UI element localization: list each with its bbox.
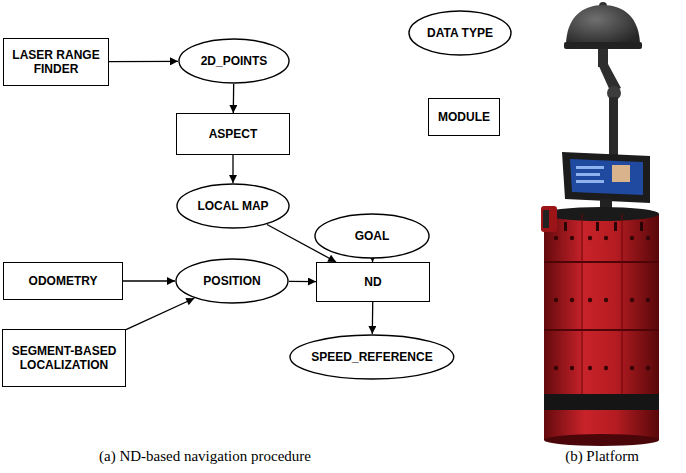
- body-groove: [544, 329, 659, 331]
- base-bottom: [544, 434, 659, 446]
- body-seam: [622, 214, 623, 396]
- node-text-group: DATA TYPE: [427, 26, 493, 40]
- node-text-group: ODOMETRY: [29, 274, 98, 288]
- data-type-ellipse: GOAL: [314, 213, 430, 259]
- node-text-group: ASPECT: [209, 127, 258, 141]
- node-text-group: 2D_POINTS: [201, 54, 268, 68]
- ellipse-shape: [176, 259, 288, 303]
- dome-rim: [564, 42, 642, 49]
- sensor-hole: [554, 236, 558, 240]
- sensor-hole: [604, 298, 608, 302]
- sensor-hole: [604, 366, 608, 370]
- subfigure-caption: (b) Platform: [565, 447, 639, 465]
- screen-line: [576, 180, 604, 183]
- sensor-hole: [570, 298, 574, 302]
- ellipse-shape: [290, 335, 454, 379]
- sensor-hole: [646, 236, 650, 240]
- data-type-ellipse: DATA TYPE: [408, 10, 512, 56]
- node-text: SEGMENT-BASED LOCALIZATION: [7, 344, 121, 372]
- sensor-dome: [566, 5, 640, 46]
- flow-arrow: [232, 155, 233, 183]
- base-ring: [544, 394, 659, 410]
- module-box: MODULE: [428, 98, 500, 136]
- sensor-hole: [646, 298, 650, 302]
- sensor-hole: [630, 236, 634, 240]
- node-text-group: ND: [364, 275, 381, 289]
- node-text: MODULE: [438, 110, 490, 124]
- flow-arrow: [123, 280, 175, 281]
- node-text: ND: [364, 275, 381, 289]
- node-text: DATA TYPE: [427, 26, 493, 40]
- node-text: LOCAL MAP: [197, 199, 268, 213]
- module-box: LASER RANGE FINDER: [3, 38, 109, 86]
- sensor-hole: [570, 366, 574, 370]
- sensor-hole: [554, 366, 558, 370]
- node-text-group: SPEED_REFERENCE: [311, 350, 432, 364]
- sensor-hole: [646, 366, 650, 370]
- flow-arrow: [109, 61, 178, 63]
- side-device-part: [543, 210, 549, 228]
- body-groove: [544, 261, 659, 263]
- node-text: ODOMETRY: [29, 274, 98, 288]
- node-text: POSITION: [203, 274, 260, 288]
- ellipse-shape: [315, 214, 429, 258]
- robot-body: [544, 214, 659, 396]
- flow-arrow: [289, 281, 316, 282]
- data-type-ellipse: POSITION: [175, 258, 289, 304]
- flow-arrow: [126, 298, 194, 329]
- node-text: LASER RANGE FINDER: [8, 48, 104, 76]
- sensor-hole: [570, 236, 574, 240]
- node-text-group: LASER RANGE FINDER: [8, 48, 104, 76]
- body-slot: [564, 222, 567, 231]
- side-device: [541, 206, 557, 232]
- node-text-group: SEGMENT-BASED LOCALIZATION: [7, 344, 121, 372]
- subfigure-caption: (a) ND-based navigation procedure: [99, 447, 311, 465]
- monitor-screen: [570, 159, 643, 195]
- sensor-holes: [554, 236, 650, 370]
- screen-face: [612, 165, 630, 182]
- node-text: SPEED_REFERENCE: [311, 350, 432, 364]
- node-text-group: LOCAL MAP: [197, 199, 268, 213]
- body-slot: [614, 222, 617, 231]
- module-box: SEGMENT-BASED LOCALIZATION: [2, 329, 126, 387]
- body-seam: [582, 214, 583, 396]
- sensor-hole: [588, 366, 592, 370]
- node-text: 2D_POINTS: [201, 54, 268, 68]
- body-slot: [640, 222, 643, 231]
- sensor-hole: [588, 236, 592, 240]
- robot-platform: [541, 2, 659, 446]
- node-text: GOAL: [355, 229, 390, 243]
- sensor-hole: [604, 236, 608, 240]
- ellipse-shape: [179, 39, 289, 83]
- module-box: ODOMETRY: [3, 262, 123, 300]
- module-box: ND: [316, 262, 430, 302]
- top-ring: [544, 207, 659, 221]
- module-box: ASPECT: [176, 113, 290, 155]
- sensor-hole: [630, 298, 634, 302]
- node-text-group: GOAL: [355, 229, 390, 243]
- data-type-ellipse: LOCAL MAP: [176, 183, 290, 229]
- flow-arrow: [372, 302, 374, 334]
- node-text: ASPECT: [209, 127, 258, 141]
- mast-pole: [609, 97, 618, 155]
- ellipse-shape: [409, 11, 511, 55]
- monitor-frame: [562, 152, 650, 203]
- flow-arrow: [233, 84, 235, 113]
- node-text-group: POSITION: [203, 274, 260, 288]
- screen-line: [576, 173, 600, 176]
- node-text-group: MODULE: [438, 110, 490, 124]
- sensor-hole: [588, 298, 592, 302]
- body-slot: [596, 222, 599, 231]
- data-type-ellipse: 2D_POINTS: [178, 38, 290, 84]
- ellipse-shape: [177, 184, 289, 228]
- sensor-hole: [630, 366, 634, 370]
- screen-line: [576, 166, 604, 169]
- sensor-hole: [554, 298, 558, 302]
- data-type-ellipse: SPEED_REFERENCE: [289, 334, 455, 380]
